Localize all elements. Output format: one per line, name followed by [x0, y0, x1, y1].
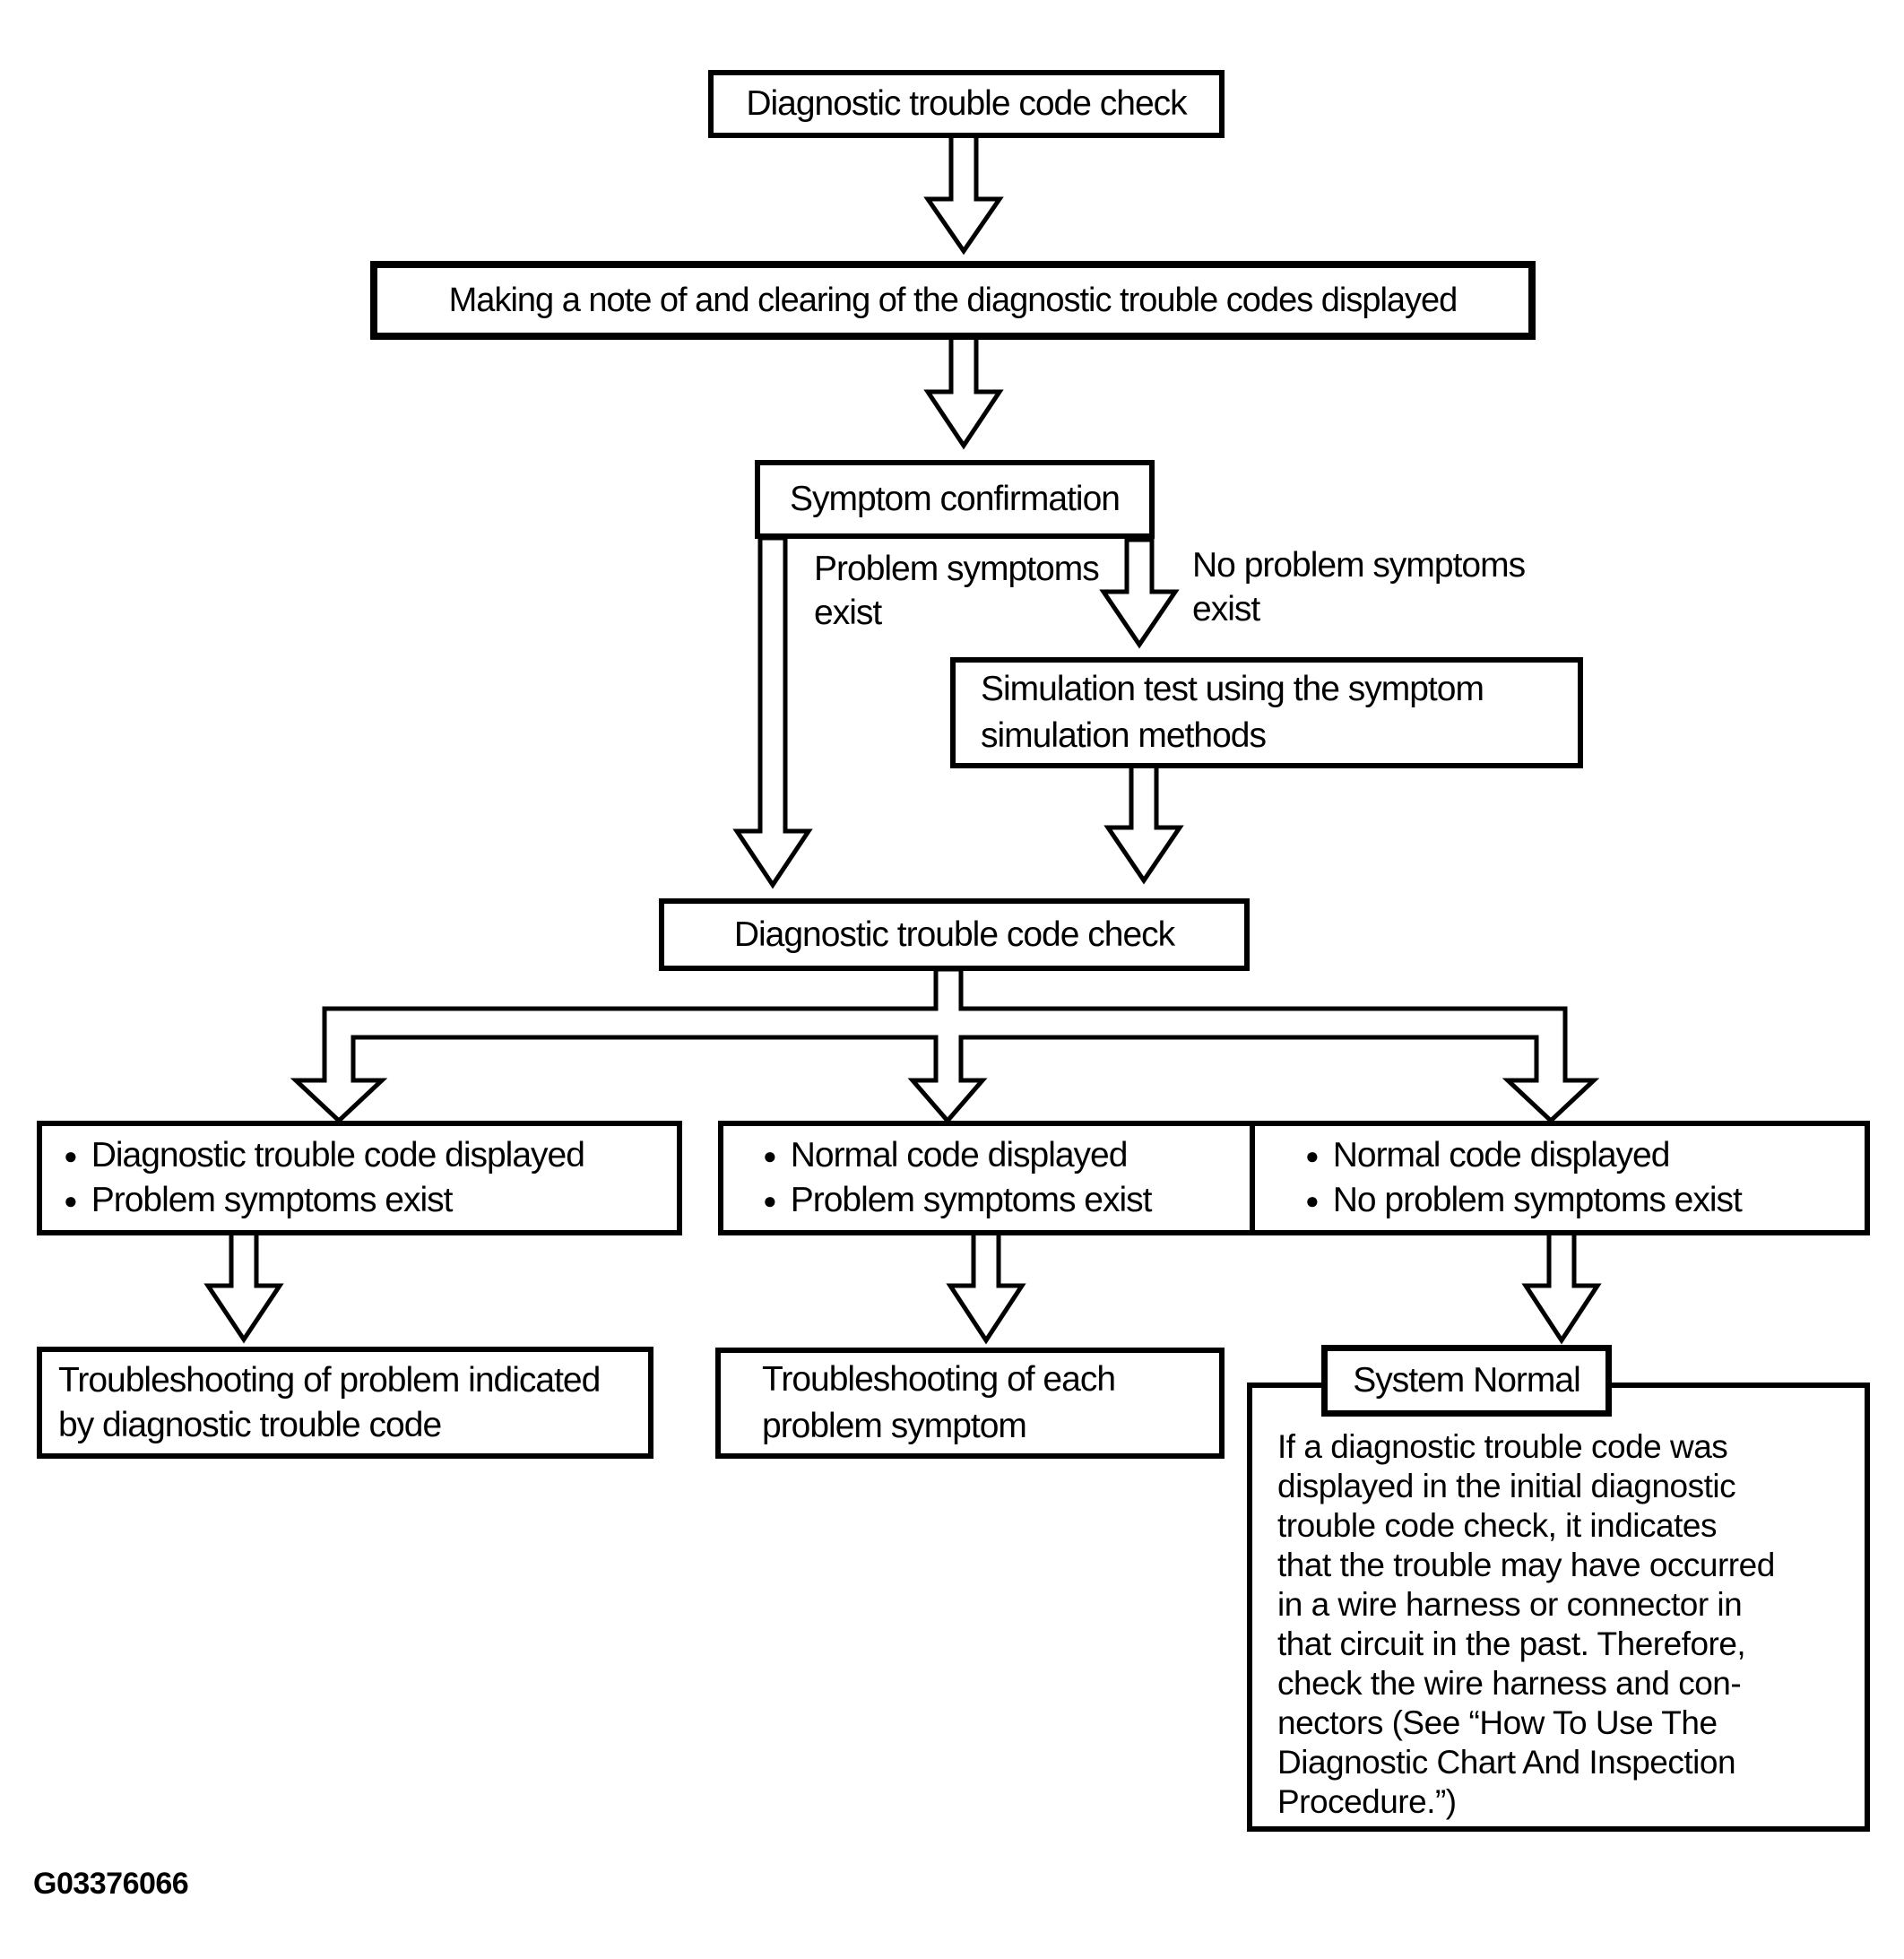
node-label-line: problem symptom	[762, 1407, 1027, 1445]
node-outcome-right: ● Normal code displayed ● No problem sym…	[1250, 1121, 1870, 1235]
bullet-text: Normal code displayed	[1332, 1136, 1671, 1175]
node-outcome-left: ● Diagnostic trouble code displayed ● Pr…	[37, 1121, 682, 1235]
bullet-text: No problem symptoms exist	[1332, 1181, 1743, 1219]
system-normal-note-text: If a diagnostic trouble code was display…	[1277, 1427, 1857, 1822]
note-line: If a diagnostic trouble code was	[1277, 1428, 1728, 1465]
edge-label-line: Problem symptoms	[814, 550, 1100, 588]
node-outcome-middle: ● Normal code displayed ● Problem sympto…	[718, 1121, 1261, 1235]
bullet-icon: ●	[64, 1187, 78, 1214]
node-dtc-check-top: Diagnostic trouble code check	[708, 70, 1225, 138]
bullet-row: ● Problem symptoms exist	[763, 1178, 1256, 1223]
figure-code: G03376066	[33, 1867, 189, 1901]
bullet-row: ● Normal code displayed	[763, 1133, 1256, 1178]
node-result-middle: Troubleshooting of each problem symptom	[715, 1348, 1225, 1459]
arrow-problem-symptoms-branch-icon	[732, 535, 813, 889]
node-label-line: by diagnostic trouble code	[58, 1405, 442, 1444]
edge-label-line: No problem symptoms	[1192, 546, 1526, 585]
note-line: in a wire harness or connector in	[1277, 1586, 1743, 1623]
arrow-outcome-right-to-system-normal-icon	[1521, 1228, 1602, 1345]
bullet-text: Diagnostic trouble code displayed	[91, 1136, 585, 1175]
bullet-text: Problem symptoms exist	[790, 1181, 1153, 1219]
bullet-icon: ●	[763, 1187, 777, 1214]
node-dtc-check-2: Diagnostic trouble code check	[659, 898, 1250, 971]
node-simulation-test: Simulation test using the symptom simula…	[950, 657, 1583, 768]
node-label-line: Simulation test using the symptom	[981, 670, 1484, 708]
bullet-row: ● Diagnostic trouble code displayed	[64, 1133, 677, 1178]
bullet-row: ● Problem symptoms exist	[64, 1178, 677, 1223]
note-line: that the trouble may have occurred	[1277, 1547, 1775, 1583]
node-system-normal-note: If a diagnostic trouble code was display…	[1247, 1383, 1870, 1832]
node-label: System Normal	[1353, 1361, 1581, 1400]
node-label: Symptom confirmation	[790, 480, 1121, 518]
node-result-left: Troubleshooting of problem indicated by …	[37, 1347, 653, 1459]
arrow-no-problem-symptoms-branch-icon	[1099, 537, 1180, 649]
edge-label-line: exist	[1192, 590, 1260, 628]
edge-label-line: exist	[814, 594, 882, 632]
edge-label-no-problem-symptoms: No problem symptoms exist	[1192, 543, 1526, 631]
note-line: Diagnostic Chart And Inspection	[1277, 1744, 1736, 1781]
bullet-icon: ●	[763, 1142, 777, 1169]
bullet-row: ● No problem symptoms exist	[1305, 1178, 1865, 1223]
bullet-icon: ●	[64, 1142, 78, 1169]
note-line: nectors (See “How To Use The	[1277, 1704, 1718, 1741]
node-note-and-clear: Making a note of and clearing of the dia…	[370, 261, 1536, 340]
bullet-text: Problem symptoms exist	[91, 1181, 454, 1219]
node-label: Diagnostic trouble code check	[746, 84, 1187, 123]
bullet-text: Normal code displayed	[790, 1136, 1129, 1175]
node-label: Diagnostic trouble code check	[733, 914, 1175, 954]
node-system-normal: System Normal	[1321, 1345, 1612, 1417]
node-label-line: Troubleshooting of each	[762, 1360, 1116, 1399]
node-label: Making a note of and clearing of the dia…	[448, 282, 1458, 319]
bullet-icon: ●	[1305, 1187, 1320, 1214]
node-symptom-confirmation: Symptom confirmation	[755, 460, 1155, 539]
arrow-top-to-note-icon	[923, 132, 1004, 256]
note-line: that circuit in the past. Therefore,	[1277, 1625, 1746, 1662]
arrow-outcome-middle-to-result-icon	[946, 1228, 1026, 1345]
node-label-line: simulation methods	[981, 716, 1267, 755]
three-way-branch-connector-icon	[290, 966, 1600, 1124]
note-line: Procedure.”)	[1277, 1783, 1457, 1820]
edge-label-problem-symptoms: Problem symptoms exist	[814, 547, 1100, 635]
note-line: check the wire harness and con-	[1277, 1665, 1742, 1702]
bullet-row: ● Normal code displayed	[1305, 1133, 1865, 1178]
arrow-simulation-to-dtc2-icon	[1103, 762, 1184, 885]
note-line: trouble code check, it indicates	[1277, 1507, 1717, 1544]
arrow-note-to-symptom-icon	[923, 334, 1004, 450]
bullet-icon: ●	[1305, 1142, 1320, 1169]
node-label-line: Troubleshooting of problem indicated	[58, 1360, 601, 1400]
arrow-outcome-left-to-result-icon	[203, 1228, 284, 1344]
note-line: displayed in the initial diagnostic	[1277, 1468, 1736, 1504]
